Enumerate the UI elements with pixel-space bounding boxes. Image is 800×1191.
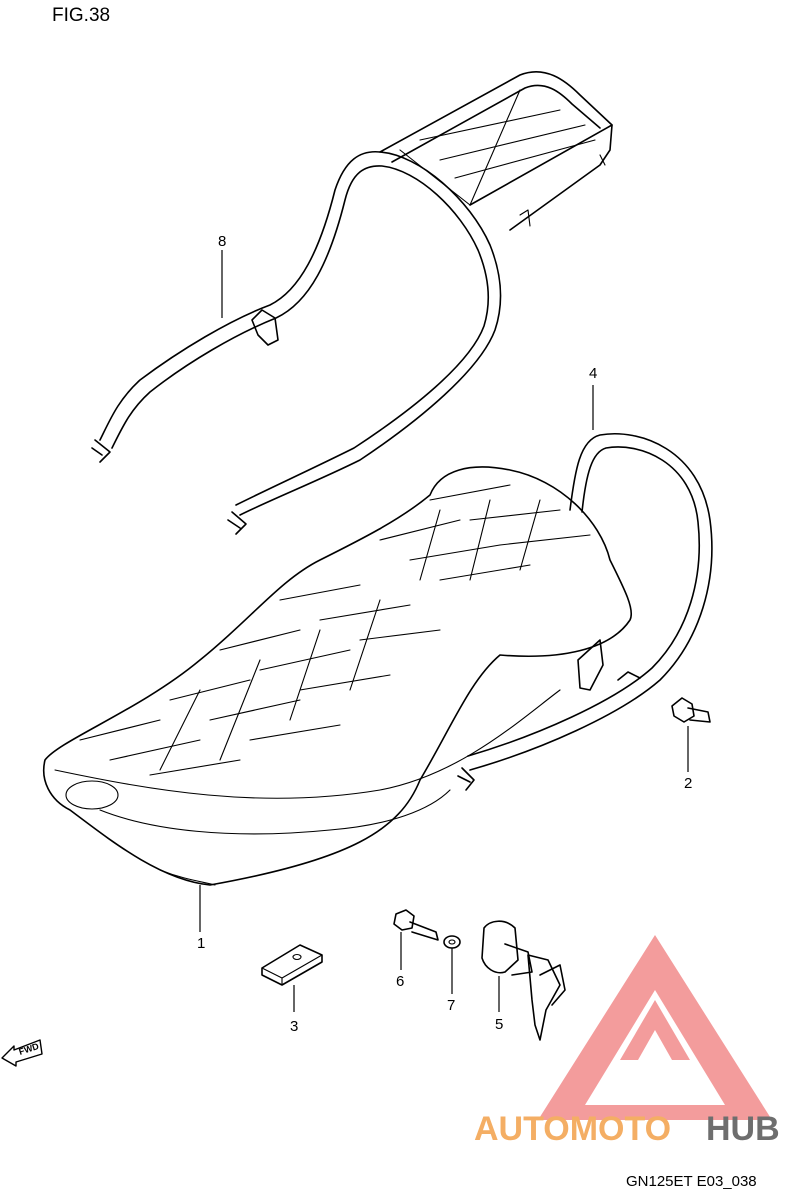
callout-6: 6 bbox=[396, 973, 404, 990]
figure-title: FIG.38 bbox=[52, 5, 110, 26]
cushion-part-3 bbox=[261, 944, 323, 986]
figure-code: GN125ET E03_038 bbox=[626, 1173, 757, 1190]
callout-8: 8 bbox=[218, 233, 226, 250]
rear-carrier-rack bbox=[91, 70, 613, 535]
callout-1: 1 bbox=[197, 935, 205, 952]
watermark-logo: AUTOMOTO HUB bbox=[474, 935, 780, 1148]
callout-5: 5 bbox=[495, 1016, 503, 1033]
seat bbox=[43, 466, 633, 886]
bolt-part-2 bbox=[671, 697, 711, 723]
arrow-left-icon bbox=[1, 1039, 43, 1067]
callout-4: 4 bbox=[589, 365, 597, 382]
callout-2: 2 bbox=[684, 775, 692, 792]
callout-3: 3 bbox=[290, 1018, 298, 1035]
watermark-brand-part1: AUTOMOTO bbox=[474, 1110, 671, 1148]
leader-lines bbox=[199, 250, 689, 1012]
bolt-part-6 bbox=[393, 909, 439, 941]
seat-lock-part-5 bbox=[481, 920, 566, 1041]
callout-7: 7 bbox=[447, 997, 455, 1014]
grab-rail bbox=[457, 433, 713, 791]
fwd-direction-marker: FWD bbox=[1, 1039, 43, 1067]
watermark-brand-part2: HUB bbox=[706, 1110, 780, 1148]
triangle-logo-icon bbox=[538, 935, 772, 1120]
washer-part-7 bbox=[443, 935, 461, 949]
